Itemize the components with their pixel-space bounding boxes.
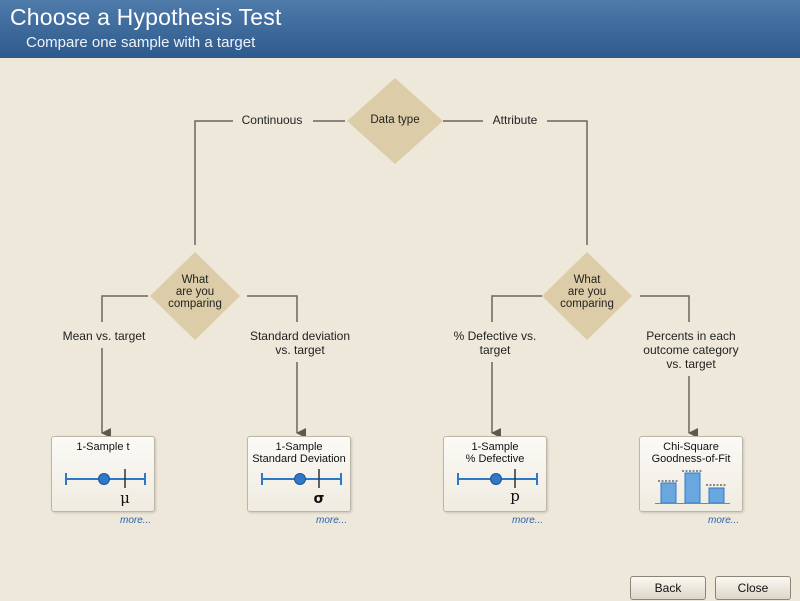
sigma-symbol: σ [314,491,325,507]
option-percents-label: Percents in each outcome category vs. ta… [643,329,739,371]
connector-defective [491,295,542,322]
p-symbol: p [510,487,520,505]
header: Choose a Hypothesis Test Compare one sam… [0,0,800,58]
card-title: 1-Sample % Defective [465,441,525,465]
decision-diamond-right [542,252,632,340]
connector-attribute [547,120,588,245]
root-label: Data type [370,114,420,126]
interval-plot-icon: σ [261,469,342,507]
branch-attribute-label: Attribute [492,113,538,127]
card-1-sample-t[interactable]: 1-Sample t μ [51,436,155,512]
card-title: 1-Sample t [76,441,130,453]
card-title: Chi-Square Goodness-of-Fit [651,441,731,465]
interval-plot-icon: p [457,469,538,505]
more-link-chi-square-goodness-of-fit[interactable]: more... [708,515,740,526]
connector-mean [101,295,148,322]
connector-percents [640,295,690,322]
connector-continuous [194,120,233,245]
decision-diamond-left [150,252,240,340]
branch-continuous-label: Continuous [241,113,303,127]
card-title: 1-Sample Standard Deviation [252,441,346,465]
more-link-1-sample-percent-defective[interactable]: more... [512,515,544,526]
card-1-sample-percent-defective[interactable]: 1-Sample % Defective p [443,436,547,512]
more-link-1-sample-standard-deviation[interactable]: more... [316,515,348,526]
option-defective-label: % Defective vs. target [453,329,537,357]
more-link-1-sample-t[interactable]: more... [120,515,152,526]
bar-chart-icon [655,470,730,504]
close-button[interactable]: Close [715,576,791,600]
root-diamond [347,78,443,164]
connector-stdev [247,295,298,322]
decision-label-right: What are you comparing [560,274,614,310]
interval-plot-icon: μ [65,469,146,507]
card-1-sample-standard-deviation[interactable]: 1-Sample Standard Deviation σ [247,436,351,512]
page-subtitle: Compare one sample with a target [26,34,256,51]
page-title: Choose a Hypothesis Test [10,4,282,30]
card-chi-square-goodness-of-fit[interactable]: Chi-Square Goodness-of-Fit [639,436,743,512]
mu-symbol: μ [120,489,130,507]
option-mean-label: Mean vs. target [62,329,146,343]
option-stdev-label: Standard deviation vs. target [249,329,351,357]
back-button[interactable]: Back [630,576,706,600]
decision-label-left: What are you comparing [168,274,222,310]
